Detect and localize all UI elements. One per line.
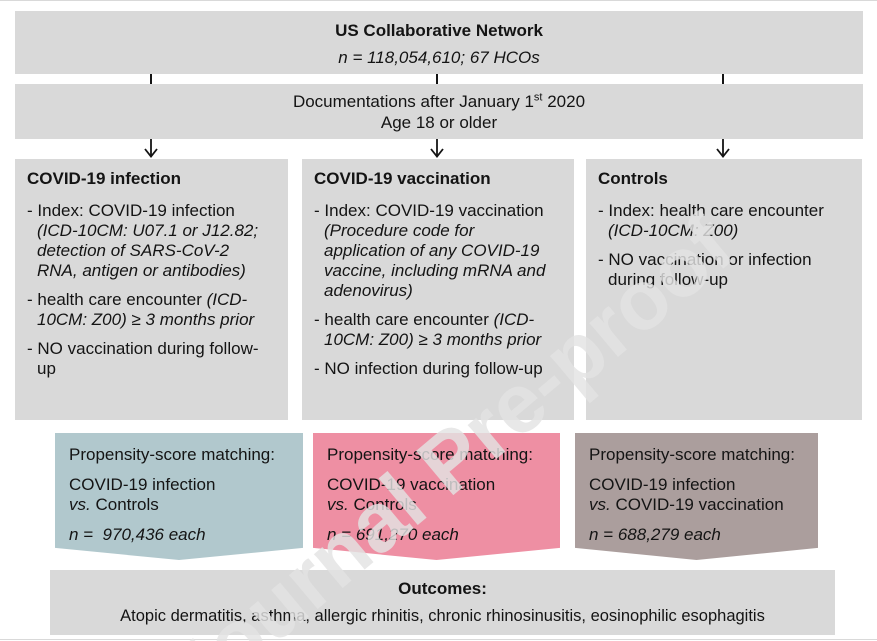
top-edge-line bbox=[0, 0, 877, 1]
criteria-line-1: Documentations after January 1st 2020 bbox=[292, 91, 586, 111]
cohort-bullet: - Index: COVID-19 infection (ICD-10CM: U… bbox=[27, 201, 259, 280]
matching-box-vaccination-vs-controls: Propensity-score matching: COVID-19 vacc… bbox=[313, 433, 560, 560]
outcomes-title: Outcomes: bbox=[398, 579, 487, 598]
cohort-box-controls: Controls - Index: health care encounter … bbox=[586, 159, 862, 420]
matching-arms: COVID-19 infection vs. COVID-19 vaccinat… bbox=[589, 475, 784, 514]
cohort-title: Controls bbox=[598, 169, 668, 188]
network-box: US Collaborative Network n = 118,054,610… bbox=[15, 11, 863, 74]
cohort-bullet: - NO infection during follow-up bbox=[314, 359, 543, 378]
matching-n: n = 970,436 each bbox=[69, 525, 206, 544]
down-arrow-icon bbox=[144, 139, 158, 158]
outcomes-list: Atopic dermatitis, asthma, allergic rhin… bbox=[120, 607, 765, 625]
network-subtitle: n = 118,054,610; 67 HCOs bbox=[338, 48, 540, 67]
matching-box-infection-vs-controls: Propensity-score matching: COVID-19 infe… bbox=[55, 433, 303, 560]
connector-tick bbox=[722, 74, 724, 84]
cohort-title: COVID-19 vaccination bbox=[314, 169, 491, 188]
down-arrow-icon bbox=[430, 139, 444, 158]
network-title: US Collaborative Network bbox=[335, 21, 543, 40]
matching-label: Propensity-score matching: bbox=[589, 445, 795, 464]
matching-box-infection-vs-vaccination: Propensity-score matching: COVID-19 infe… bbox=[575, 433, 818, 560]
connector-tick bbox=[436, 74, 438, 84]
criteria-line-2: Age 18 or older bbox=[380, 113, 498, 132]
cohort-box-infection: COVID-19 infection - Index: COVID-19 inf… bbox=[15, 159, 288, 420]
down-arrow-icon bbox=[716, 139, 730, 158]
matching-n: n = 691,270 each bbox=[327, 525, 459, 544]
matching-arms: COVID-19 infection vs. Controls bbox=[69, 475, 216, 514]
cohort-box-vaccination: COVID-19 vaccination - Index: COVID-19 v… bbox=[302, 159, 574, 420]
cohort-bullet: - Index: COVID-19 vaccination (Procedure… bbox=[314, 201, 546, 300]
matching-label: Propensity-score matching: bbox=[69, 445, 275, 464]
bottom-edge-line bbox=[0, 639, 877, 640]
matching-n: n = 688,279 each bbox=[589, 525, 721, 544]
matching-label: Propensity-score matching: bbox=[327, 445, 533, 464]
cohort-title: COVID-19 infection bbox=[27, 169, 181, 188]
outcomes-box: Outcomes: Atopic dermatitis, asthma, all… bbox=[50, 570, 835, 635]
connector-tick bbox=[150, 74, 152, 84]
criteria-box: Documentations after January 1st 2020 Ag… bbox=[15, 84, 863, 139]
cohort-bullet: - NO vaccination during follow-up bbox=[27, 339, 259, 378]
cohort-bullet: - Index: health care encounter (ICD-10CM… bbox=[598, 201, 824, 240]
cohort-bullet: - health care encounter (ICD-10CM: Z00) … bbox=[27, 290, 255, 329]
cohort-bullet: - health care encounter (ICD-10CM: Z00) … bbox=[314, 310, 542, 349]
matching-arms: COVID-19 vaccination vs. Controls bbox=[327, 475, 496, 514]
cohort-bullet: - NO vaccination or infection during fol… bbox=[598, 250, 812, 289]
